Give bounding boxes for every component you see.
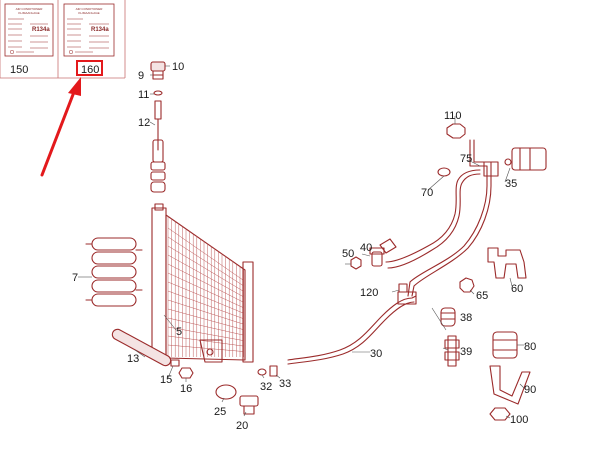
- sticker-left-title-2: KLIMAANLAGE: [18, 11, 39, 15]
- condenser-tube: [167, 335, 244, 347]
- condenser-tube: [167, 308, 244, 330]
- o-ring-part-32: [257, 368, 267, 376]
- sticker-right-title-1: AIR CONDITIONER: [76, 7, 104, 11]
- highlight-box-160: [76, 60, 103, 76]
- condenser-tube: [167, 236, 244, 286]
- nut-part-110: [446, 123, 466, 139]
- suction-line-part-70: [379, 167, 481, 269]
- callout-9: 9: [138, 70, 144, 82]
- callout-38: 38: [460, 312, 472, 324]
- ac-sticker-right: AIR CONDITIONER KLIMAANLAGE R134a: [63, 3, 115, 57]
- callout-10: 10: [172, 61, 184, 73]
- callout-labels: 10 9 11 12 7 5 13 15 16 25 20 32 33 30 7…: [72, 61, 536, 432]
- callout-35: 35: [505, 178, 517, 190]
- condenser-tube: [167, 245, 244, 292]
- callout-90: 90: [524, 384, 536, 396]
- sticker-left-refrigerant: R134a: [32, 27, 50, 33]
- callout-39: 39: [460, 346, 472, 358]
- sticker-right-title-2: KLIMAANLAGE: [78, 11, 99, 15]
- service-valve-part-39: [444, 335, 460, 367]
- callout-13: 13: [127, 353, 139, 365]
- condenser-tank-left: [151, 207, 167, 359]
- valve-core-part-38: [440, 307, 456, 327]
- pressure-line-part-110: [407, 123, 499, 297]
- condenser-tube: [167, 272, 244, 308]
- callout-75: 75: [460, 153, 472, 165]
- condenser-tube: [167, 317, 244, 336]
- condenser-tube: [167, 227, 244, 281]
- label-code-160: 160: [81, 64, 99, 76]
- callout-65: 65: [476, 290, 488, 302]
- callout-15: 15: [160, 374, 172, 386]
- condenser-tank-right: [242, 261, 254, 363]
- callout-60: 60: [511, 283, 523, 295]
- seal-part-33: [269, 365, 278, 377]
- callout-12: 12: [138, 117, 150, 129]
- callout-33: 33: [279, 378, 291, 390]
- red-arrow-icon: [40, 77, 81, 177]
- nut-part-100: [489, 407, 511, 421]
- leader-lines: [78, 65, 525, 419]
- condenser-tube: [167, 299, 244, 325]
- condenser-tube: [167, 344, 244, 352]
- cap-part-10: [150, 61, 166, 72]
- condenser: [151, 203, 254, 363]
- callout-80: 80: [524, 341, 536, 353]
- dryer-tube-12: [154, 100, 162, 120]
- callout-110: 110: [444, 110, 462, 122]
- callout-50: 50: [342, 248, 354, 260]
- o-ring-part-25: [215, 384, 237, 400]
- filter-tube-part-13: [111, 328, 172, 367]
- callout-120: 120: [360, 287, 378, 299]
- bracket-part-60: [487, 247, 527, 279]
- condenser-tube: [167, 254, 244, 297]
- callout-11: 11: [138, 89, 149, 101]
- condenser-tube: [167, 263, 244, 303]
- grommet-part-80: [492, 331, 518, 359]
- condenser-tube: [167, 290, 244, 319]
- condenser-core: [165, 214, 246, 361]
- expansion-valve-part-35: [504, 147, 547, 171]
- clip-part-65: [459, 277, 475, 293]
- o-ring-part-15: [170, 359, 180, 367]
- callout-30: 30: [370, 348, 382, 360]
- labels-panel: AIR CONDITIONER KLIMAANLAGE R134a 150 AI…: [0, 0, 126, 79]
- nut-part-50: [350, 256, 362, 270]
- sticker-left-title-1: AIR CONDITIONER: [16, 7, 44, 11]
- ac-sticker-left: AIR CONDITIONER KLIMAANLAGE R134a: [4, 3, 54, 57]
- callout-100: 100: [510, 414, 528, 426]
- condenser-bracket: [199, 339, 223, 363]
- label-code-150: 150: [10, 64, 28, 76]
- o-ring-part-11: [153, 90, 163, 96]
- sticker-right-refrigerant: R134a: [91, 27, 109, 33]
- callout-7: 7: [72, 272, 78, 284]
- nut-part-16: [178, 367, 194, 379]
- callout-70: 70: [421, 187, 433, 199]
- condenser-tube: [167, 326, 244, 341]
- callout-32: 32: [260, 381, 272, 393]
- callout-5: 5: [176, 326, 182, 338]
- receiver-dryer: [150, 61, 166, 193]
- refrigerant-line-part-30: [287, 291, 417, 365]
- callout-25: 25: [214, 406, 226, 418]
- valve-part-40: [369, 247, 385, 267]
- oil-cooler-part-7: [85, 237, 143, 307]
- condenser-tube: [167, 281, 244, 314]
- pressure-switch-part-20: [239, 395, 259, 415]
- bolt-part-120: [398, 283, 408, 293]
- fitting-part-75: [483, 161, 499, 177]
- clamp-part-90: [489, 365, 531, 405]
- callout-16: 16: [180, 383, 192, 395]
- callout-20: 20: [236, 420, 248, 432]
- callout-40: 40: [360, 242, 372, 254]
